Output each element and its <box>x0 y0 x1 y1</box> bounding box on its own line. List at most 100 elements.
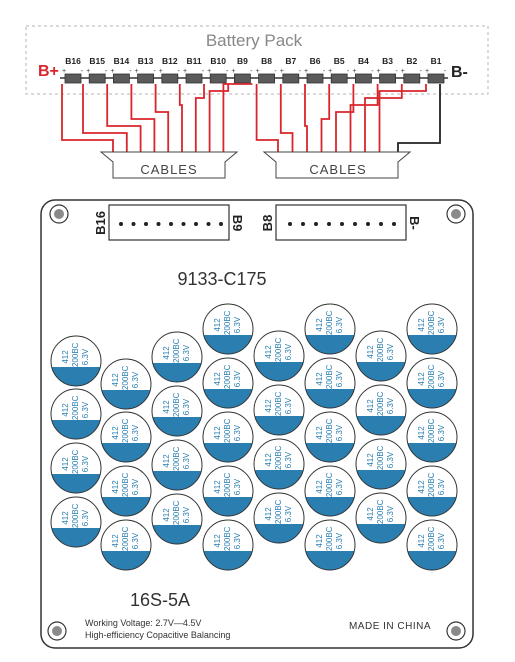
capacitor-marking: 2200BC <box>274 445 283 474</box>
connector-pin <box>144 222 148 226</box>
connector-pin <box>194 222 198 226</box>
capacitor-marking: 2200BC <box>121 418 130 447</box>
capacitor-marking: 412 <box>61 511 70 525</box>
battery-cell-b1: B1+- <box>425 56 447 84</box>
cell-plus-sign: + <box>256 68 260 75</box>
capacitor-marking: 6.3V <box>233 370 242 387</box>
capacitor-marking: 6.3V <box>437 370 446 387</box>
cell-plus-sign: + <box>401 68 405 75</box>
capacitor-marking: 6.3V <box>182 398 191 415</box>
capacitor-marking: 6.3V <box>233 478 242 495</box>
balance-wire <box>378 84 427 153</box>
capacitor-marking: 2200BC <box>325 418 334 447</box>
capacitor-marking: 2200BC <box>121 365 130 394</box>
capacitor-marking: 2200BC <box>376 499 385 528</box>
cell-minus-sign: - <box>371 68 374 75</box>
battery-cell-b7: B7+- <box>280 56 302 84</box>
cell-minus-sign: - <box>444 68 447 75</box>
connector-pin <box>131 222 136 226</box>
battery-cell-label: B12 <box>162 56 178 66</box>
connector-pin <box>327 222 331 226</box>
connector-pin <box>366 222 370 226</box>
capacitor-marking: 2200BC <box>274 391 283 420</box>
capacitor-marking: 2200BC <box>325 364 334 393</box>
connector-pin <box>392 222 396 226</box>
battery-cell-label: B6 <box>310 56 321 66</box>
connector-left-end-label: B9 <box>230 215 245 232</box>
cell-plus-sign: + <box>207 68 211 75</box>
battery-cell-b5: B5+- <box>328 56 350 84</box>
balance-wire <box>335 84 355 153</box>
battery-cell-label: B2 <box>406 56 417 66</box>
cell-minus-sign: - <box>250 68 253 75</box>
battery-cell-label: B15 <box>89 56 105 66</box>
battery-cell-b10: B10+- <box>207 56 229 84</box>
capacitor-marking: 2200BC <box>325 472 334 501</box>
capacitor-marking: 2200BC <box>325 526 334 555</box>
battery-pack-title: Battery Pack <box>206 31 303 50</box>
capacitor-marking: 6.3V <box>284 397 293 414</box>
cell-minus-sign: - <box>323 68 326 75</box>
capacitor-marking: 6.3V <box>131 424 140 441</box>
battery-cell-b13: B13+- <box>135 56 156 84</box>
capacitor-marking: 412 <box>213 534 222 548</box>
capacitor-marking: 6.3V <box>233 424 242 441</box>
capacitor-marking: 2200BC <box>71 503 80 532</box>
balance-wire <box>208 84 230 153</box>
capacitor-marking: 2200BC <box>172 392 181 421</box>
mounting-hole-top-right <box>446 204 466 224</box>
battery-cell-b14: B14+- <box>110 56 132 84</box>
capacitor-marking: 6.3V <box>233 316 242 333</box>
mounting-hole-bottom-right <box>446 621 466 641</box>
capacitor-marking: 6.3V <box>386 451 395 468</box>
capacitor-marking: 6.3V <box>131 532 140 549</box>
connector-pin <box>206 222 211 226</box>
battery-cell-b4: B4+- <box>352 56 374 84</box>
cell-plus-sign: + <box>280 68 284 75</box>
working-voltage: Working Voltage: 2.7V—4.5V <box>85 618 201 628</box>
capacitor-marking: 412 <box>417 480 426 494</box>
capacitor-marking: 412 <box>366 453 375 467</box>
connector-pin <box>340 222 344 226</box>
board-model: 9133-C175 <box>177 269 266 289</box>
capacitor-marking: 2200BC <box>427 364 436 393</box>
capacitor-marking: 6.3V <box>131 478 140 495</box>
balancing-note: High-efficiency Copacitive Balancing <box>85 630 230 640</box>
cell-plus-sign: + <box>425 68 429 75</box>
cell-minus-sign: - <box>395 68 398 75</box>
capacitor-marking: 412 <box>162 454 171 468</box>
cell-minus-sign: - <box>420 68 423 75</box>
capacitor-marking: 412 <box>417 372 426 386</box>
capacitor-marking: 2200BC <box>376 391 385 420</box>
capacitor-marking: 6.3V <box>386 343 395 360</box>
cell-plus-sign: + <box>110 68 114 75</box>
capacitor-marking: 2200BC <box>223 418 232 447</box>
capacitor-marking: 412 <box>366 507 375 521</box>
cell-plus-sign: + <box>231 68 235 75</box>
capacitor-marking: 2200BC <box>427 472 436 501</box>
balance-wire <box>106 84 142 153</box>
connector-pin <box>156 222 161 226</box>
connector-pin <box>379 222 383 226</box>
capacitor-marking: 412 <box>417 534 426 548</box>
connector-pin <box>314 222 318 226</box>
cell-plus-sign: + <box>304 68 308 75</box>
capacitor-marking: 2200BC <box>376 445 385 474</box>
cell-plus-sign: + <box>352 68 356 75</box>
